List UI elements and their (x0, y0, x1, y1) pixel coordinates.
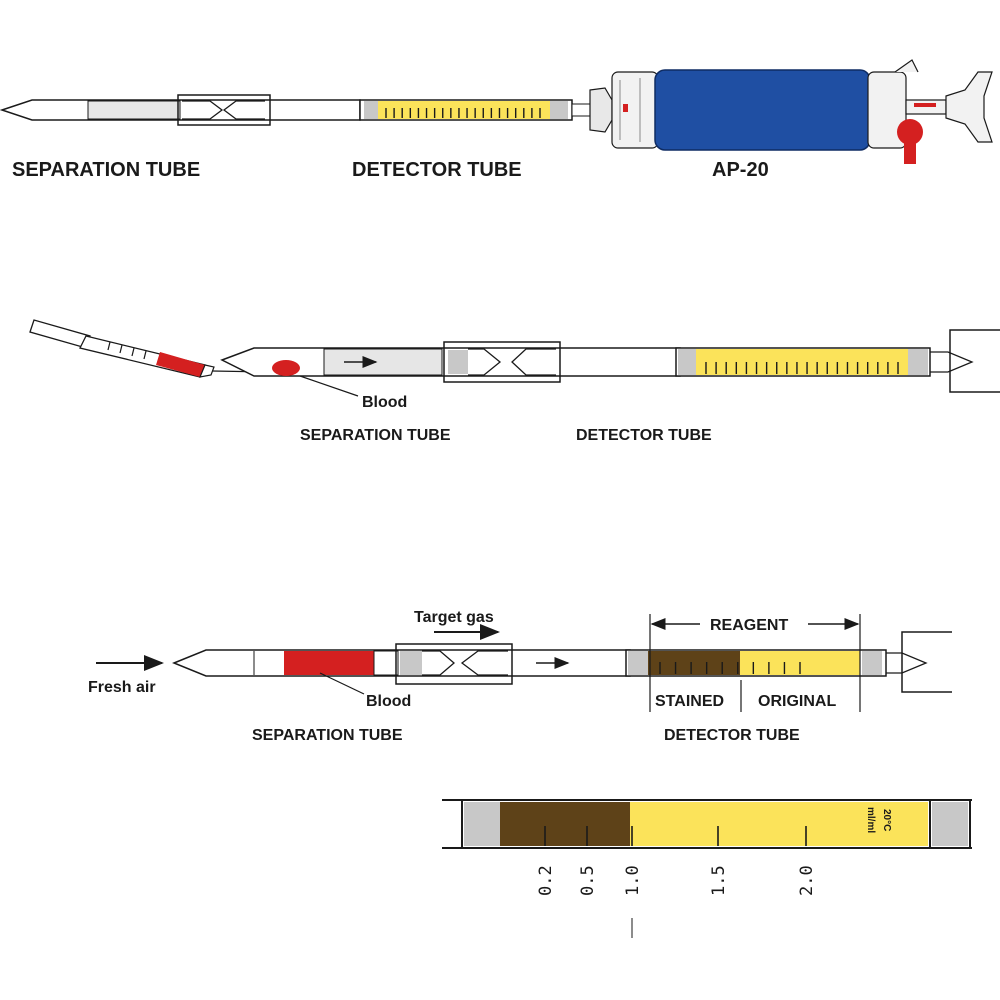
p1-separation-tube-label: SEPARATION TUBE (12, 159, 200, 181)
original-label: ORIGINAL (758, 693, 836, 710)
scale-unit-line2: 20°C (881, 809, 892, 831)
p3-detector-scale-ticks (659, 662, 801, 674)
scale-tick-label: 1.5 (709, 865, 729, 896)
p2-detector-tube-label: DETECTOR TUBE (576, 427, 712, 444)
syringe (29, 319, 269, 378)
p1-detector-tube-label: DETECTOR TUBE (352, 159, 522, 181)
p3-detector-tube-label: DETECTOR TUBE (664, 727, 800, 744)
scale-tick-label: 2.0 (797, 865, 817, 896)
pump-red-knob (897, 119, 923, 145)
panel-2-blood-injection: Blood SEPARATION TUBE DETECTOR TUBE (29, 319, 1000, 444)
fresh-air-label: Fresh air (88, 679, 156, 696)
reagent-label: REAGENT (710, 617, 788, 634)
separation-tube-fill (87, 100, 181, 120)
gas-pump-ap20 (589, 59, 993, 164)
connector-inner-tips (182, 100, 265, 120)
scale-ticks (544, 826, 807, 846)
p3-blood-label: Blood (366, 693, 411, 710)
scale-original-region (630, 802, 928, 846)
p2-detector-reagent (696, 349, 908, 375)
detector-plug-left (364, 101, 378, 119)
pump-handle (945, 71, 993, 143)
scale-plug-left (464, 802, 500, 846)
pump-grip (654, 69, 871, 151)
separation-tube (0, 99, 361, 121)
scale-tick-label: 0.5 (578, 865, 598, 896)
scale-tick-label: 0.2 (536, 865, 556, 896)
panel-1-assembly: SEPARATION TUBE DETECTOR TUBE AP-20 (0, 59, 993, 181)
scale-closeup: ml/ml 20°C (442, 799, 972, 938)
target-gas-label: Target gas (414, 609, 494, 626)
connector-sleeve (177, 94, 271, 126)
pump-model-label: AP-20 (712, 159, 769, 181)
p2-blood-label: Blood (362, 394, 407, 411)
p3-blood-section (284, 651, 374, 675)
blood-drop (272, 360, 300, 376)
panel-3-measurement: Fresh air Target gas REAGENT STAINED ORI (88, 609, 952, 744)
p2-detector-scale-ticks (705, 362, 899, 374)
stained-reagent (648, 651, 740, 675)
detector-plug-right (550, 101, 568, 119)
stained-label: STAINED (655, 693, 724, 710)
p2-separation-tube-label: SEPARATION TUBE (300, 427, 451, 444)
scale-unit-line1: ml/ml (865, 807, 876, 833)
p3-separation-tube-label: SEPARATION TUBE (252, 727, 403, 744)
detector-scale-ticks (385, 108, 541, 118)
scale-tick-label: 1.0 (623, 865, 643, 896)
scale-plug-right (932, 802, 968, 846)
scale-stained-region (500, 802, 630, 846)
